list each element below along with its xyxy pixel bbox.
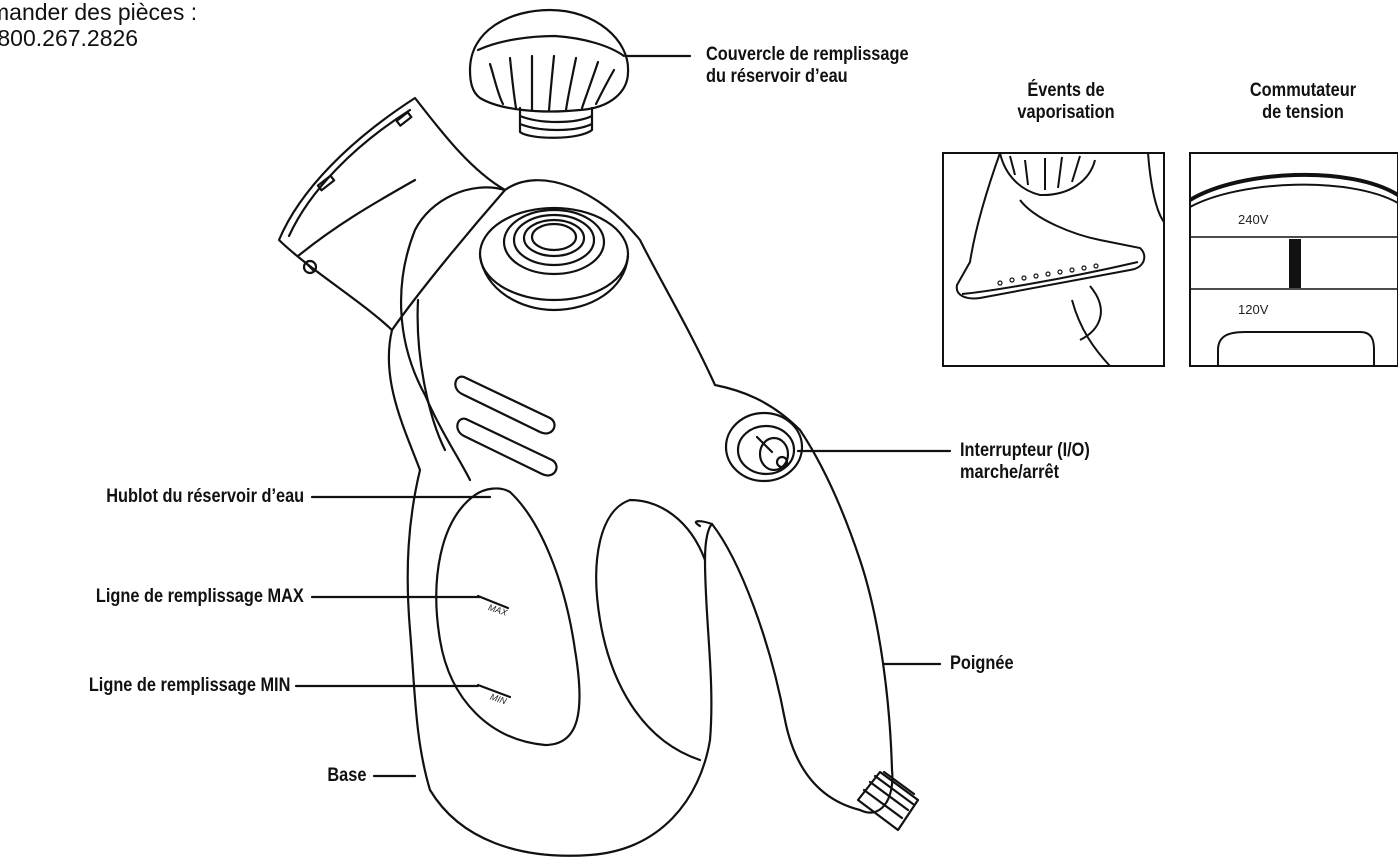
water-window bbox=[436, 488, 579, 745]
vent-slot-2 bbox=[457, 419, 556, 476]
label-cap: Couvercle de remplissage du réservoir d’… bbox=[706, 44, 909, 88]
inset-voltage-switch bbox=[1190, 153, 1398, 366]
parts-order-text: mander des pièces : .800.267.2826 bbox=[0, 0, 197, 51]
label-steam-vents: Évents de vaporisation bbox=[997, 80, 1135, 124]
steam-head bbox=[279, 98, 505, 330]
steamer-body bbox=[389, 180, 893, 856]
cap-dome bbox=[470, 10, 628, 112]
label-power-switch-line2: marche/arrêt bbox=[960, 462, 1090, 484]
label-cap-line2: du réservoir d’eau bbox=[706, 66, 909, 88]
label-cap-line1: Couvercle de remplissage bbox=[706, 44, 909, 66]
label-water-window: Hublot du réservoir d’eau bbox=[106, 486, 304, 508]
inset-steam-vents bbox=[943, 153, 1164, 366]
label-base: Base bbox=[327, 765, 366, 787]
filler-neck-outer bbox=[480, 208, 628, 300]
vent-slot-1 bbox=[455, 377, 554, 434]
voltage-240-marking: 240V bbox=[1238, 212, 1268, 227]
label-voltage-switch: Commutateur de tension bbox=[1221, 80, 1384, 124]
label-voltage-switch-line1: Commutateur bbox=[1221, 80, 1384, 102]
label-handle: Poignée bbox=[950, 653, 1014, 675]
label-power-switch-line1: Interrupteur (I/O) bbox=[960, 440, 1090, 462]
label-steam-vents-line2: vaporisation bbox=[997, 102, 1135, 124]
parts-order-line1: mander des pièces : bbox=[0, 0, 197, 25]
label-min-line: Ligne de remplissage MIN bbox=[88, 675, 290, 697]
label-steam-vents-line1: Évents de bbox=[997, 80, 1135, 102]
parts-order-phone: .800.267.2826 bbox=[0, 25, 197, 51]
voltage-120-marking: 120V bbox=[1238, 302, 1268, 317]
label-power-switch: Interrupteur (I/O) marche/arrêt bbox=[960, 440, 1090, 484]
label-max-line: Ligne de remplissage MAX bbox=[96, 586, 304, 608]
label-voltage-switch-line2: de tension bbox=[1221, 102, 1384, 124]
